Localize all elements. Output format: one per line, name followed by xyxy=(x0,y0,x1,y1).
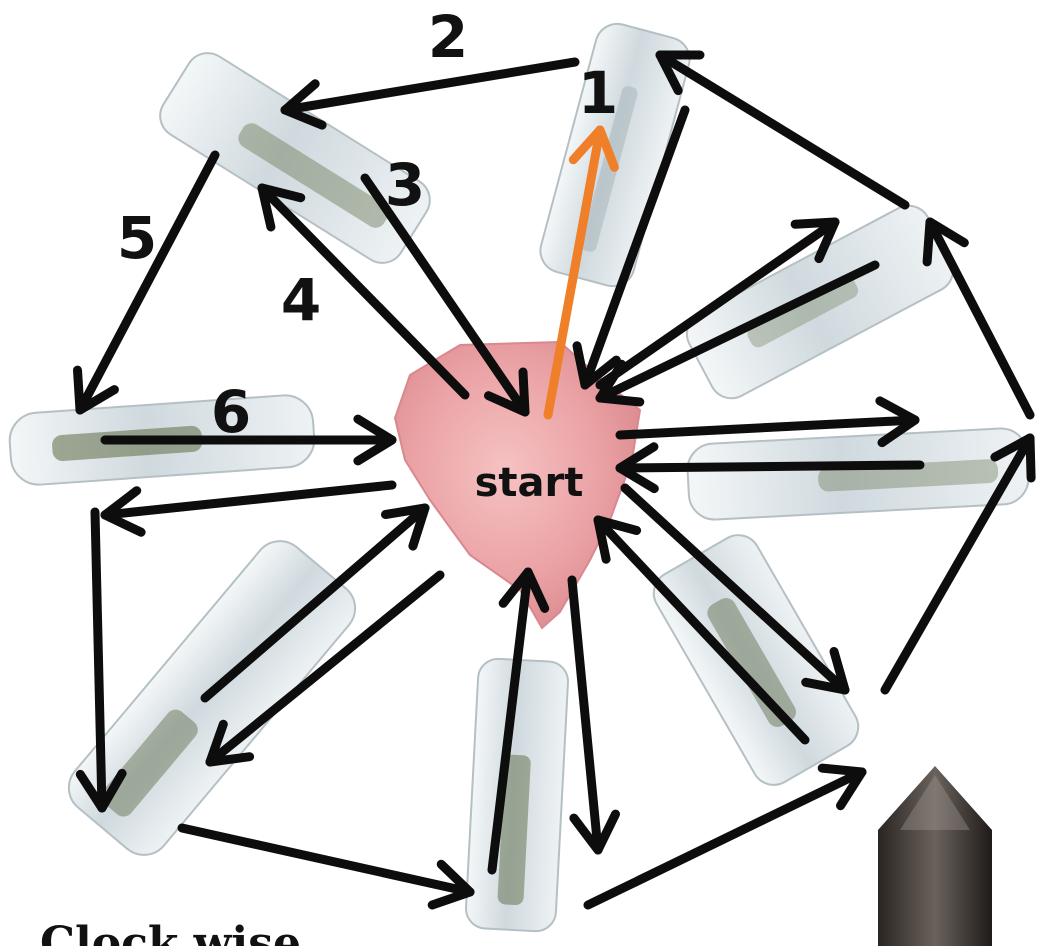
step-4-label: 4 xyxy=(281,266,321,334)
arrow-bottom-to-lower-right xyxy=(588,768,862,905)
crystal-7-right xyxy=(686,427,1030,521)
arrow-right-to-upper-right xyxy=(927,222,1030,415)
footer-text: Clock wise xyxy=(40,918,301,946)
arrow-lower-left-to-bottom xyxy=(182,828,470,905)
step-6-label: 6 xyxy=(211,378,251,446)
start-label: start xyxy=(475,460,584,506)
arrow-step-5 xyxy=(78,155,216,410)
arrow-center-to-left xyxy=(105,485,392,532)
step-5-label: 5 xyxy=(117,204,157,272)
crystal-4-lower-left xyxy=(58,530,365,865)
arrow-step-2 xyxy=(285,62,575,125)
smoky-quartz-point xyxy=(878,766,992,946)
step-3-label: 3 xyxy=(385,151,425,219)
step-2-label: 2 xyxy=(428,3,468,71)
arrow-center-to-bottom xyxy=(572,580,616,850)
step-1-label: 1 xyxy=(578,59,618,127)
arrow-upper-right-to-top xyxy=(660,55,905,205)
